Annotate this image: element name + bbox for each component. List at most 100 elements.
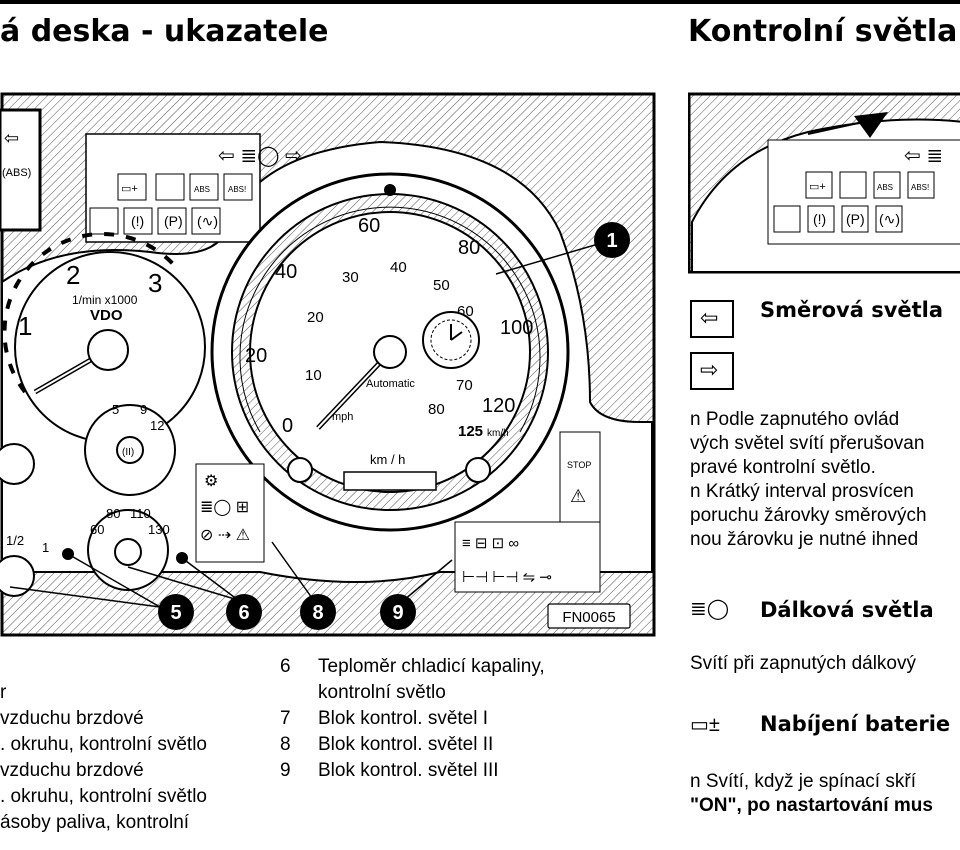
text-line: n Podle zapnutého ovlád	[690, 409, 900, 430]
tacho-label: 2	[66, 260, 80, 290]
section-title-turn: Směrová světla	[760, 298, 944, 322]
kmh-unit: km/h	[487, 428, 509, 439]
svg-text:(P): (P)	[164, 213, 183, 229]
fuel-gauge-label: 1	[42, 540, 49, 555]
warning-light-figure: ⇦ ≣ ▭+ ABS ABS! (!) (P) (∿)	[688, 92, 960, 274]
legend-number: 8	[280, 734, 291, 755]
warning-block-top: ⇦ ≣◯ ⇨ ▭+ ABS ABS! (!) (P) (∿)	[89, 145, 302, 235]
svg-text:1: 1	[606, 230, 617, 252]
arrow-right-icon: ⇨	[700, 357, 719, 382]
tacho-label: 3	[148, 268, 162, 298]
speedo-label: 40	[275, 261, 297, 283]
svg-text:⇦: ⇦	[4, 128, 19, 148]
abs-icon: ABS	[877, 183, 893, 192]
callout-9: 9	[380, 559, 453, 630]
speedo-inner-label: 20	[307, 309, 324, 326]
page-heading-left: á deska - ukazatele	[0, 14, 329, 49]
text-line: . okruhu, kontrolní světlo	[0, 786, 207, 807]
temp-gauge-label: 110	[130, 506, 151, 521]
text-line: n Svítí, když je spínací skří	[690, 771, 916, 792]
text-line: "ON", po nastartování mus	[690, 795, 933, 816]
text-line: r	[0, 682, 7, 703]
speedo-label: 20	[245, 345, 267, 367]
small-gauge-label: 12	[150, 418, 164, 433]
section-body-battery: n Svítí, když je spínací skří "ON", po n…	[690, 770, 960, 818]
turn-left-symbol: ⇦	[690, 300, 734, 338]
legend-item-cont: kontrolní světlo	[280, 680, 680, 706]
turn-right-symbol: ⇨	[690, 352, 734, 390]
text-line: . okruhu, kontrolní světlo	[0, 734, 207, 755]
svg-text:5: 5	[170, 602, 181, 624]
left-legend: r vzduchu brzdové . okruhu, kontrolní sv…	[0, 654, 260, 836]
legend-number: 7	[280, 708, 291, 729]
speedo-inner-label: 40	[390, 259, 407, 276]
mph-unit: mph	[332, 411, 353, 423]
high-beam-symbol: ≣◯	[690, 594, 734, 624]
abs-icon: ABS	[194, 185, 210, 194]
high-beam-icon: ≣◯	[690, 598, 730, 620]
text-line: vzduchu brzdové	[0, 760, 144, 781]
svg-text:ABS!: ABS!	[228, 185, 246, 194]
text-line: n Krátký interval prosvícen	[690, 481, 914, 502]
speedo-label: 100	[500, 317, 533, 339]
speedo-label: 60	[358, 215, 380, 237]
text-line: vých světel svítí přerušovan	[690, 433, 925, 454]
text-line: nou žárovku je nutné ihned	[690, 529, 919, 550]
temp-gauge-label: 130	[148, 522, 170, 537]
legend-item: 7 Blok kontrol. světel I	[280, 706, 680, 732]
callout-8: 8	[271, 541, 336, 630]
svg-text:(ABS): (ABS)	[2, 167, 31, 179]
temp-gauge-label: 80	[106, 506, 120, 521]
odometer-unit: km / h	[370, 452, 405, 467]
svg-text:≡ ⊟ ⊡ ∞: ≡ ⊟ ⊡ ∞	[462, 535, 519, 552]
svg-text:(!): (!)	[813, 211, 826, 227]
tacho-label: 1	[18, 311, 32, 341]
text-line: poruchu žárovky směrových	[690, 505, 927, 526]
figure-code: FN0065	[562, 609, 615, 626]
text-line: pravé kontrolní světlo.	[690, 457, 876, 478]
speedo-inner-label: 50	[433, 277, 450, 294]
tacho-unit: 1/min x1000	[72, 293, 138, 307]
speedo-inner-label: 10	[305, 367, 322, 384]
svg-text:⊢⊣ ⊢⊣ ⇋ ⊸: ⊢⊣ ⊢⊣ ⇋ ⊸	[462, 569, 552, 586]
svg-text:⇦ ≣◯ ⇨: ⇦ ≣◯ ⇨	[218, 145, 302, 167]
speedo-inner-label: 70	[456, 377, 473, 394]
section-body-high-beam: Svítí při zapnutých dálkový	[690, 653, 916, 674]
callout-1: 1	[495, 222, 630, 275]
svg-text:⇦ ≣: ⇦ ≣	[904, 145, 943, 167]
battery-icon: ▭±	[690, 714, 720, 736]
legend-text: Blok kontrol. světel III	[318, 760, 499, 781]
small-gauge-label: 9	[140, 402, 147, 417]
svg-text:≣◯ ⊞: ≣◯ ⊞	[200, 499, 249, 516]
arrow-left-icon: ⇦	[700, 305, 719, 330]
svg-text:(∿): (∿)	[879, 211, 900, 227]
svg-text:⚙: ⚙	[204, 473, 218, 490]
svg-text:(II): (II)	[122, 447, 134, 458]
svg-text:6: 6	[238, 602, 249, 624]
legend-text: kontrolní světlo	[318, 682, 446, 703]
battery-symbol: ▭±	[690, 710, 730, 740]
legend-text: Blok kontrol. světel I	[318, 708, 489, 729]
svg-text:(∿): (∿)	[197, 213, 218, 229]
text-line: ásoby paliva, kontrolní	[0, 812, 190, 833]
callout-6: 6	[127, 557, 262, 630]
speedo-inner-label: 125	[458, 423, 483, 440]
fuel-gauge-label: 1/2	[6, 533, 24, 548]
instrument-panel-figure: ⇦ ≣◯ ⇨ ▭+ ABS ABS! (!) (P) (∿) ⇦ (ABS) 0…	[0, 92, 656, 637]
svg-text:▭+: ▭+	[121, 183, 138, 195]
svg-text:8: 8	[312, 602, 323, 624]
speedo-label: 0	[282, 415, 293, 437]
automatic-label: Automatic	[366, 378, 415, 390]
svg-text:▭+: ▭+	[809, 181, 826, 193]
text-line: vzduchu brzdové	[0, 708, 144, 729]
svg-text:ABS!: ABS!	[911, 183, 929, 192]
svg-text:(!): (!)	[131, 213, 144, 229]
svg-text:⚠: ⚠	[570, 486, 586, 506]
tacho-brand: VDO	[90, 307, 123, 324]
temp-gauge-label: 60	[90, 522, 104, 537]
stop-icon: STOP	[567, 460, 591, 470]
section-body-turn: n Podle zapnutého ovlád vých světel svít…	[690, 408, 960, 552]
